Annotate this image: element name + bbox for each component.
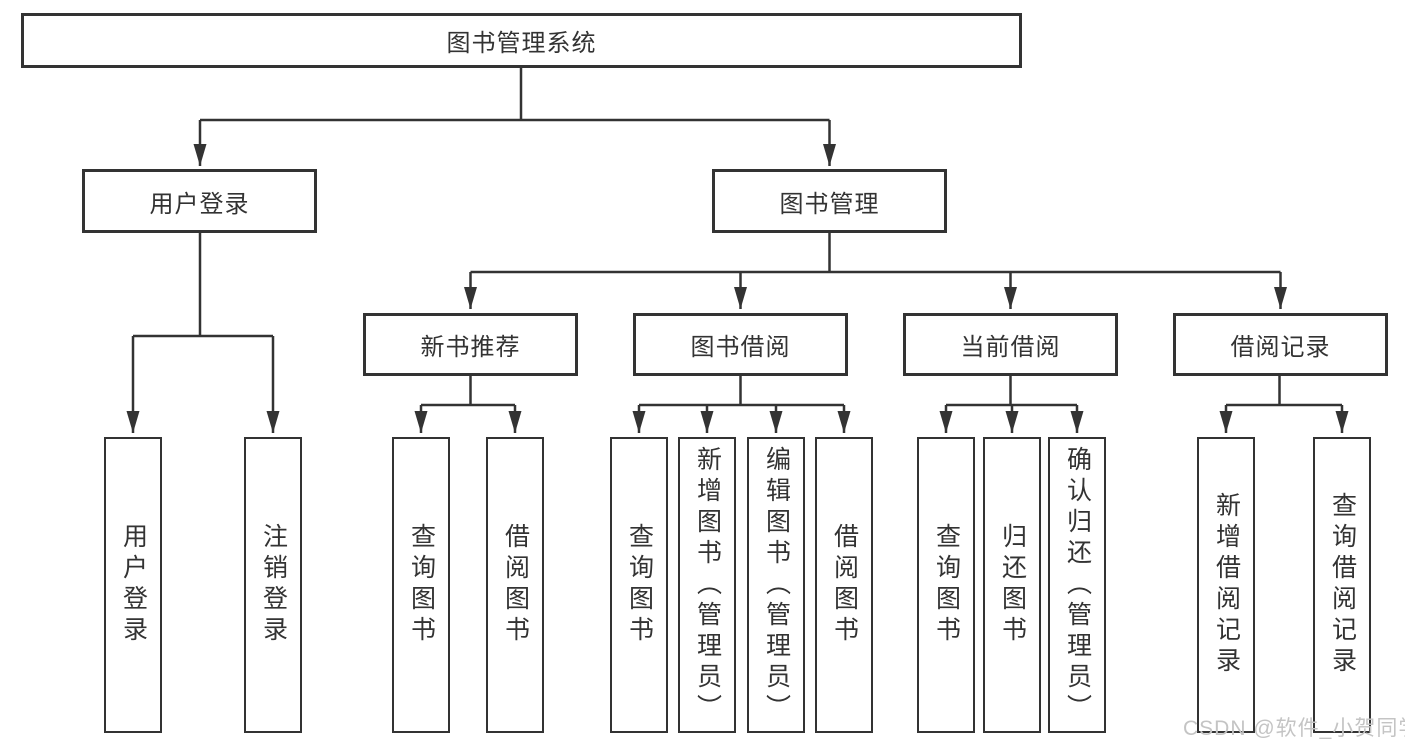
node-root-system: 图书管理系统 [21, 13, 1022, 68]
node-label: 新增借阅记录 [1212, 492, 1241, 678]
leaf-return-books: 归还图书 [983, 437, 1041, 733]
node-label: 查询借阅记录 [1328, 492, 1357, 678]
leaf-user-login: 用户登录 [104, 437, 162, 733]
node-book-management: 图书管理 [712, 169, 947, 233]
leaf-borrow-books: 借阅图书 [815, 437, 873, 733]
leaf-confirm-return-admin: 确认归还（管理员） [1048, 437, 1106, 733]
node-label: 归还图书 [998, 523, 1027, 647]
csdn-watermark: CSDN @软件_小贺同学 [1183, 717, 1405, 740]
node-label: 借阅记录 [1230, 334, 1331, 361]
node-new-book-recommend: 新书推荐 [363, 313, 578, 376]
node-label: 查询图书 [932, 523, 961, 647]
node-label: 查询图书 [625, 523, 654, 647]
node-label: 用户登录 [149, 190, 250, 218]
node-borrowing-records: 借阅记录 [1173, 313, 1388, 376]
leaf-borrow-books-recommend: 借阅图书 [486, 437, 544, 733]
node-label: 借阅图书 [501, 523, 530, 647]
leaf-query-books-current: 查询图书 [917, 437, 975, 733]
node-current-borrowing: 当前借阅 [903, 313, 1118, 376]
node-label: 当前借阅 [960, 334, 1061, 361]
node-label: 编辑图书（管理员） [762, 445, 791, 725]
node-label: 查询图书 [407, 523, 436, 647]
leaf-add-borrow-record: 新增借阅记录 [1197, 437, 1255, 733]
node-label: 图书借阅 [690, 334, 791, 361]
leaf-query-books-borrow: 查询图书 [610, 437, 668, 733]
leaf-logout: 注销登录 [244, 437, 302, 733]
node-user-login: 用户登录 [82, 169, 317, 233]
node-label: 注销登录 [259, 523, 288, 647]
leaf-query-borrow-record: 查询借阅记录 [1313, 437, 1371, 733]
node-label: 借阅图书 [830, 523, 859, 647]
leaf-edit-books-admin: 编辑图书（管理员） [747, 437, 805, 733]
leaf-add-books-admin: 新增图书（管理员） [678, 437, 736, 733]
node-book-borrowing: 图书借阅 [633, 313, 848, 376]
node-label: 新增图书（管理员） [693, 445, 722, 725]
node-label: 图书管理系统 [446, 30, 597, 57]
leaf-query-books-recommend: 查询图书 [392, 437, 450, 733]
node-label: 新书推荐 [420, 334, 521, 361]
node-label: 确认归还（管理员） [1063, 445, 1092, 725]
node-label: 用户登录 [119, 523, 148, 647]
node-label: 图书管理 [779, 190, 880, 218]
